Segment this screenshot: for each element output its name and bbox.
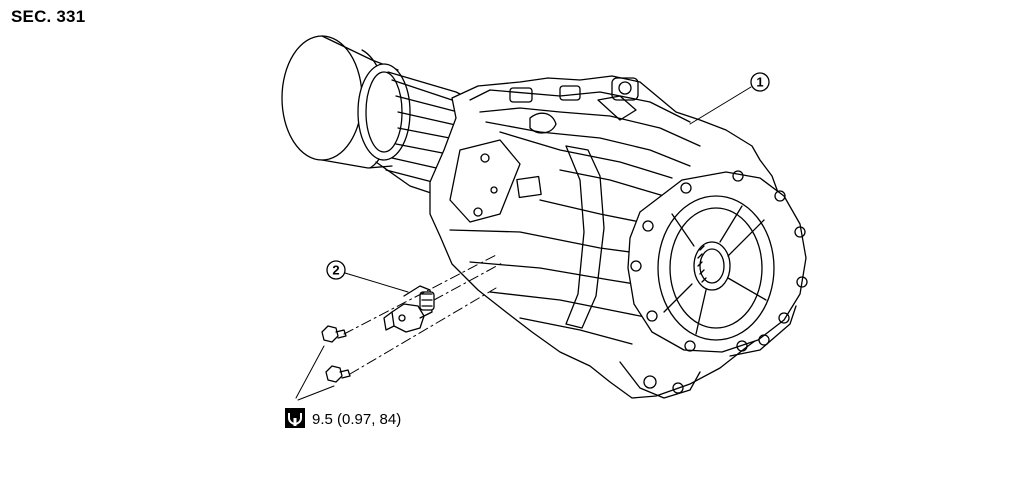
section-label: SEC. 331	[11, 7, 86, 26]
bolt-lower	[325, 365, 351, 383]
callout-2: 2	[326, 260, 346, 280]
leader-line-torque	[295, 345, 335, 401]
torque-spec: 9.5 (0.97, 84)	[285, 408, 401, 428]
torque-wrench-icon	[285, 408, 305, 428]
sensor	[383, 285, 435, 333]
transfer-assembly	[281, 35, 808, 399]
torque-value: 9.5 (0.97, 84)	[312, 411, 401, 428]
leader-line-2	[344, 272, 409, 293]
svg-text:2: 2	[332, 263, 339, 278]
front-flange	[627, 170, 808, 353]
callout-1: 1	[750, 72, 770, 92]
leader-line-1	[689, 86, 752, 125]
output-drum	[281, 35, 411, 169]
svg-text:1: 1	[756, 75, 763, 90]
bolt-upper	[321, 325, 347, 343]
installation-lines	[343, 253, 505, 375]
